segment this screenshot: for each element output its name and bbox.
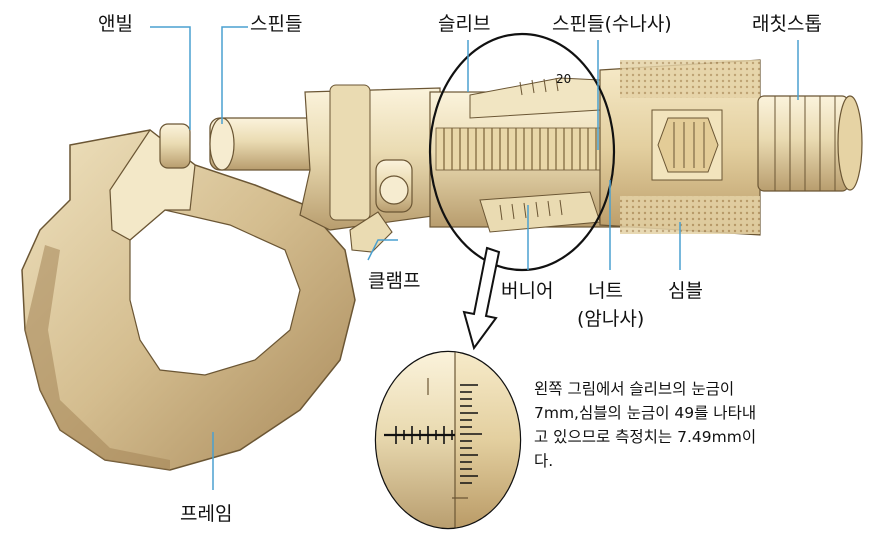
thimble-scale-number: 20 xyxy=(556,72,572,86)
label-anvil: 앤빌 xyxy=(98,13,133,35)
leader-anvil xyxy=(150,26,191,130)
label-spindle: 스핀들 xyxy=(250,13,303,35)
label-sleeve: 슬리브 xyxy=(438,13,491,35)
label-ratchet-stop: 래칫스톱 xyxy=(752,13,822,35)
leader-clamp xyxy=(367,239,398,261)
label-thimble: 심블 xyxy=(668,280,703,302)
label-nut: 너트 xyxy=(588,280,623,302)
note-line-1: 왼쪽 그림에서 슬리브의 눈금이 xyxy=(534,380,735,398)
note-line-3: 고 있으므로 측정치는 7.49mm이 xyxy=(534,428,757,446)
frame-hub xyxy=(299,84,441,231)
note-line-2: 7mm,심블의 눈금이 49를 나타내 xyxy=(534,404,757,422)
label-vernier: 버니어 xyxy=(501,280,554,302)
label-nut-sub: (암나사) xyxy=(577,308,645,330)
label-frame: 프레임 xyxy=(180,503,233,525)
clamp-part xyxy=(349,159,413,253)
frame-body xyxy=(21,129,356,471)
leader-lines xyxy=(150,26,799,490)
scale-inset xyxy=(374,350,522,530)
magnify-circle xyxy=(428,32,616,272)
measurement-note: 왼쪽 그림에서 슬리브의 눈금이 7mm,심블의 눈금이 49를 나타내 고 있… xyxy=(534,377,864,473)
ratchet-stop-part xyxy=(757,95,863,192)
label-clamp: 클램프 xyxy=(368,270,421,292)
note-line-4: 다. xyxy=(534,452,554,470)
label-spindle-screw: 스핀들(수나사) xyxy=(552,13,672,35)
magnify-arrow xyxy=(462,246,501,351)
thimble-part xyxy=(599,59,761,236)
anvil-part xyxy=(159,123,191,169)
leader-spindle xyxy=(221,26,248,124)
